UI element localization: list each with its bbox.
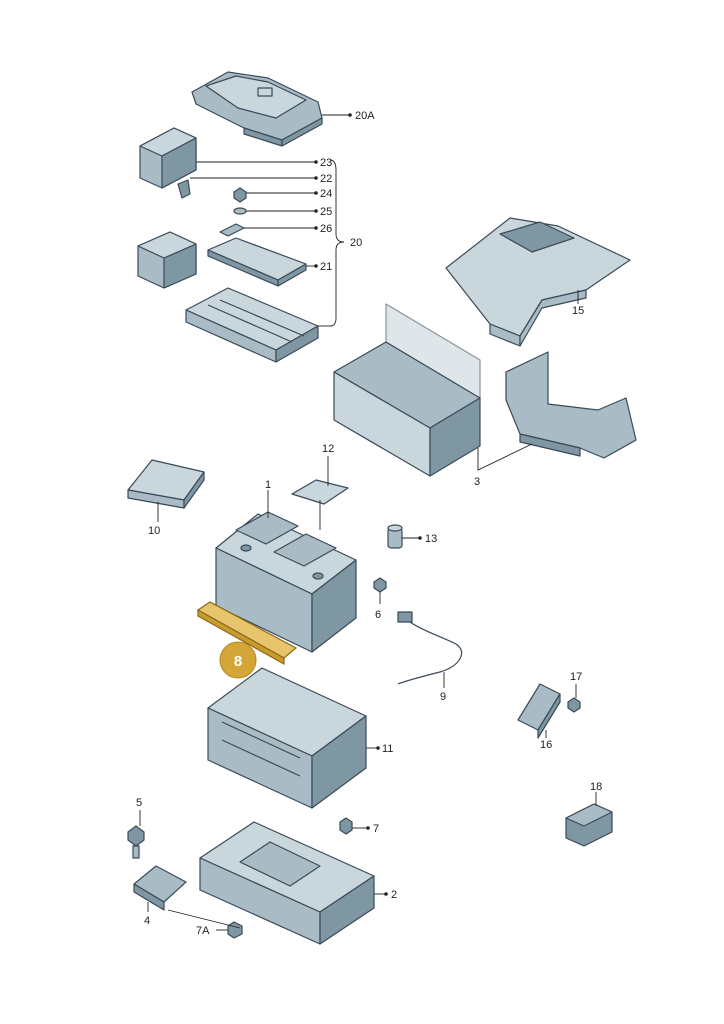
part-10-terminal-cover[interactable] [127,459,205,509]
label-24: 24 [320,188,332,200]
part-5-bolt[interactable] [127,825,145,859]
label-6: 6 [375,609,381,621]
label-7A: 7A [196,925,210,937]
label-11: 11 [382,743,393,755]
label-17: 17 [570,671,582,683]
label-23: 23 [320,157,332,169]
insulation-side-panel[interactable] [505,351,637,459]
part-18-connector[interactable] [565,803,613,847]
label-12: 12 [322,443,334,455]
fuse-box-base[interactable] [185,287,319,363]
label-3: 3 [474,476,480,488]
part-15-holder-bracket[interactable] [445,217,631,347]
label-2: 2 [391,889,397,901]
leader-lines [139,113,597,931]
part-17-screw[interactable] [567,697,581,713]
highlight-badge-8[interactable]: 8 [219,641,257,679]
label-15: 15 [572,305,584,317]
part-23-fuse-cover[interactable] [139,127,197,189]
part-2-lower-tray[interactable] [199,821,375,945]
label-21: 21 [320,261,332,273]
part-22-clip[interactable] [177,179,191,199]
part-12-label-sticker[interactable] [291,479,349,505]
part-13-terminal-cap[interactable] [387,524,403,549]
label-20A: 20A [355,110,375,122]
part-3-insulation-box[interactable] [333,303,481,477]
label-20: 20 [350,237,362,249]
part-21-fuse-strip[interactable] [207,237,307,287]
label-4: 4 [144,915,150,927]
label-1: 1 [265,479,271,491]
label-26: 26 [320,223,332,235]
part-4-bracket[interactable] [133,865,187,911]
part-11-battery-tray[interactable] [207,667,367,809]
fuse-holder-clamp[interactable] [137,231,197,289]
part-20A-cover[interactable] [191,71,323,147]
part-labels: 20A 23 22 24 25 26 20 21 15 3 12 1 10 13… [136,110,602,937]
label-7: 7 [373,823,379,835]
part-6-bolt[interactable] [373,577,387,593]
part-25-washer[interactable] [233,207,247,215]
label-5: 5 [136,797,142,809]
part-7-bolt[interactable] [339,817,353,835]
label-13: 13 [425,533,437,545]
label-22: 22 [320,173,332,185]
part-16-sensor[interactable] [517,683,561,739]
badge-circle [219,641,257,679]
label-9: 9 [440,691,446,703]
part-8-hold-down-strip[interactable] [196,601,298,666]
label-18: 18 [590,781,602,793]
part-24-nut[interactable] [233,187,247,203]
part-7A-nut[interactable] [227,921,243,939]
label-16: 16 [540,739,552,751]
part-9-cable[interactable] [397,611,463,685]
label-25: 25 [320,206,332,218]
part-26-terminal[interactable] [219,223,245,237]
label-10: 10 [148,525,160,537]
part-1-battery[interactable] [215,511,357,653]
badge-number: 8 [234,653,242,670]
